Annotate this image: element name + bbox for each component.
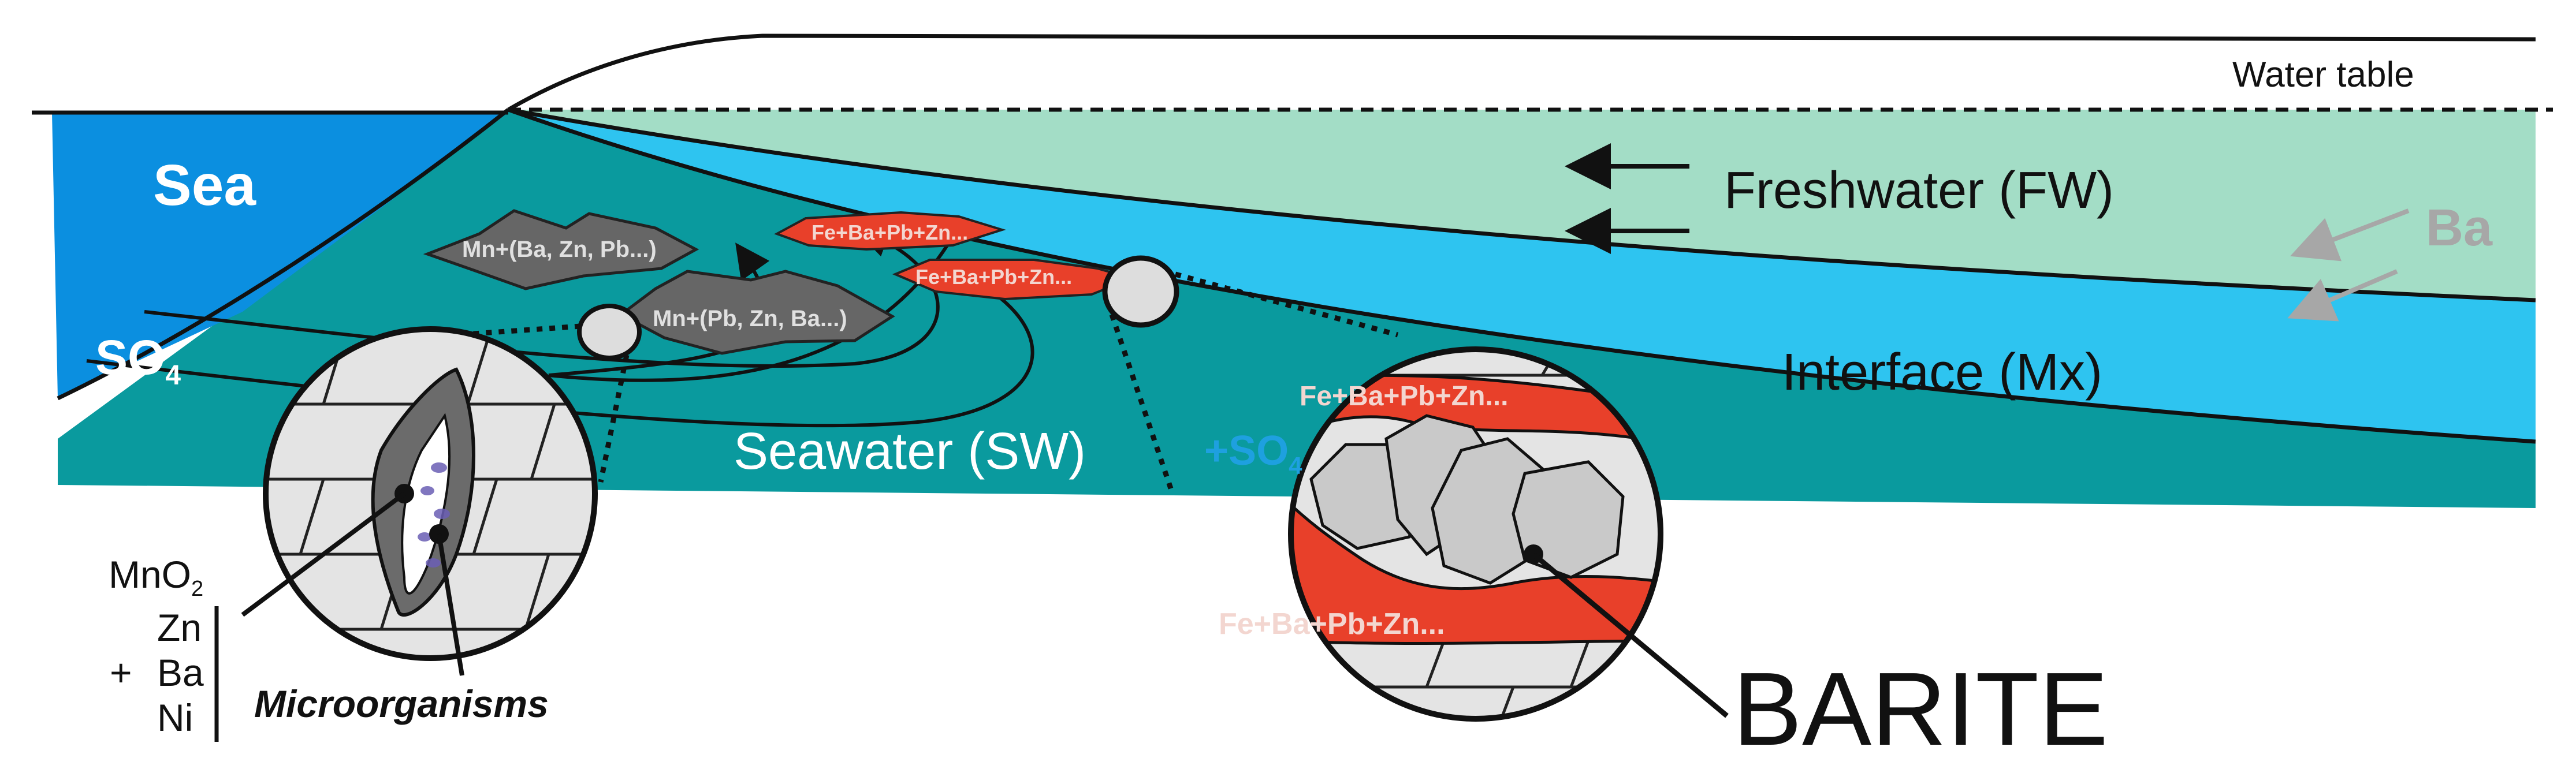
so4-text: SO: [95, 330, 165, 384]
fe-coating-upper: [1291, 374, 1661, 447]
mno2-text: MnO: [109, 553, 191, 596]
freshwater-interface-line: [508, 107, 2536, 303]
zn-label: Zn: [157, 606, 202, 649]
sea-label: Sea: [153, 153, 256, 218]
so4-label: SO4: [95, 330, 181, 391]
ba-arrow-bottom: [2287, 269, 2398, 322]
mno2-pointer-line: [241, 491, 406, 617]
sample-point-right: [1102, 255, 1179, 328]
mn-lens-lower: [618, 270, 895, 355]
mno2-subscript: 2: [191, 577, 203, 601]
so4-bubble-subscript: 4: [1289, 452, 1302, 479]
fe-bubble-top-label: Fe+Ba+Pb+Zn...: [1300, 381, 1508, 412]
fe-lens-upper: [774, 211, 1006, 251]
ba-arrow-top: [2290, 208, 2410, 262]
so4-subscript: 4: [165, 360, 181, 391]
mn-lens-upper: [423, 209, 699, 290]
seawater-interface-line: [507, 107, 2536, 444]
water-table-label: Water table: [2232, 55, 2414, 95]
fe-lens-lower-label: Fe+Ba+Pb+Zn...: [915, 265, 1072, 289]
sample-point-left: [577, 304, 642, 360]
zoom-leader-right-a: [1109, 313, 1175, 495]
so4-bubble-text: +SO: [1204, 428, 1289, 474]
ba-label: Ba: [2426, 199, 2493, 257]
so4-bubble-label: +SO4: [1204, 428, 1302, 479]
seawater-body: [58, 110, 2536, 508]
mn-lens-upper-label: Mn+(Ba, Zn, Pb...): [462, 237, 657, 262]
zoom-leader-left-a: [415, 323, 581, 341]
land-surface: [507, 33, 2536, 112]
seawater-label: Seawater (SW): [734, 423, 1086, 480]
barite-label: BARITE: [1733, 651, 2108, 767]
ni-label: Ni: [157, 696, 193, 739]
barite-pointer-line: [1532, 552, 1729, 718]
interface-zone: [508, 110, 2536, 442]
freshwater-label: Freshwater (FW): [1724, 162, 2114, 219]
freshwater-zone: [508, 110, 2536, 300]
zoom-circle-left: [263, 326, 598, 661]
fe-lens-upper-label: Fe+Ba+Pb+Zn...: [811, 221, 968, 244]
sea-body: [52, 113, 508, 398]
plus-label: +: [110, 651, 132, 694]
interface-label: Interface (Mx): [1782, 344, 2102, 401]
zoom-leader-right-b: [1174, 271, 1399, 338]
microorganism-cells: [418, 462, 450, 568]
mno2-label: MnO2: [109, 553, 203, 601]
ba-element-label: Ba: [157, 651, 204, 694]
microorganism-pointer-line: [437, 533, 464, 676]
mn-lens-lower-label: Mn+(Pb, Zn, Ba...): [653, 306, 847, 331]
microorganisms-label: Microorganisms: [254, 682, 549, 725]
fe-coating-lower: [1291, 492, 1661, 645]
zoom-leader-left-b: [598, 354, 630, 483]
fe-bubble-bottom-label: Fe+Ba+Pb+Zn...: [1219, 607, 1445, 641]
barite-crystals: [1309, 414, 1625, 585]
